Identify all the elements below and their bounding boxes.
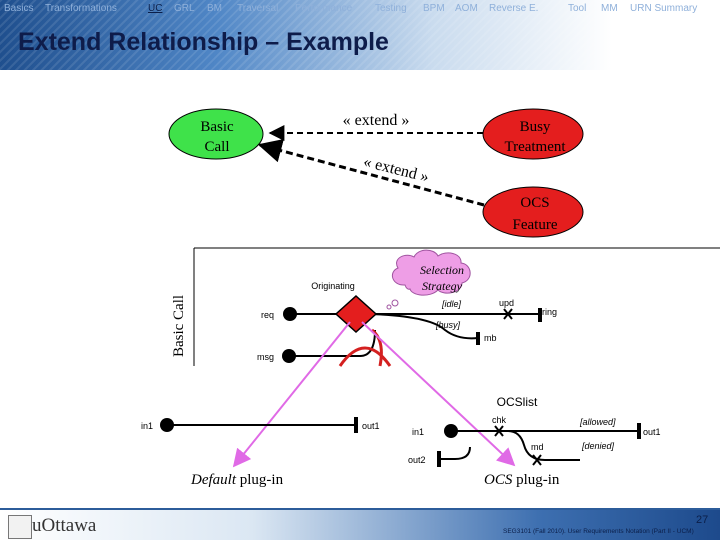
- extend-label-top: « extend »: [343, 112, 410, 129]
- ocs-denied-path: [507, 430, 580, 461]
- ocs-plugin-caption: OCS plug-in: [484, 472, 560, 488]
- basic-call-side-label: Basic Call: [171, 295, 187, 357]
- upd-label: upd: [499, 298, 514, 308]
- ocs-out1-label: out1: [643, 427, 661, 437]
- md-label: md: [531, 442, 544, 452]
- idle-condition: [idle]: [441, 299, 462, 309]
- selection-strategy-line1: Selection: [420, 263, 464, 277]
- nav-mm[interactable]: MM: [601, 3, 618, 14]
- nav-grl[interactable]: GRL: [174, 3, 195, 14]
- header-bar: Basics Transformations UC GRL BM Travers…: [0, 0, 720, 70]
- page-title: Extend Relationship – Example: [18, 28, 389, 56]
- ocs-in1-label: in1: [412, 427, 424, 437]
- ocs-plugin-arrow: [361, 321, 516, 467]
- ocs-feature-label-line2: Feature: [513, 217, 558, 233]
- ocs-feature-usecase[interactable]: [482, 186, 584, 238]
- selection-strategy-line2: Strategy: [422, 279, 463, 293]
- university-logo: uOttawa: [32, 515, 97, 536]
- req-label: req: [261, 310, 274, 320]
- default-plugin-arrow: [232, 321, 351, 468]
- basic-call-label-line1: Basic: [200, 119, 234, 135]
- msg-label: msg: [257, 352, 274, 362]
- footer-divider: [0, 508, 720, 510]
- default-out1-label: out1: [362, 421, 380, 431]
- nav-reverse-e[interactable]: Reverse E.: [489, 3, 539, 14]
- nav-performance[interactable]: Performance: [295, 3, 353, 14]
- busy-branch-path: [369, 313, 479, 340]
- busy-condition: [busy]: [435, 320, 461, 330]
- default-plugin-caption: Default plug-in: [190, 472, 284, 488]
- ocslist-title: OCSlist: [497, 395, 538, 409]
- university-crest-icon: [8, 515, 32, 539]
- chk-responsibility: [494, 425, 504, 437]
- default-in1-label: in1: [141, 421, 153, 431]
- busy-treatment-label-line1: Busy: [520, 119, 551, 135]
- ocs-feature-label-line1: OCS: [520, 195, 549, 211]
- stub-input-arc: [338, 346, 392, 367]
- md-responsibility: [532, 454, 542, 466]
- nav-urn-summary[interactable]: URN Summary: [630, 3, 698, 14]
- nav-uc[interactable]: UC: [148, 3, 163, 14]
- footer-bar: [0, 510, 720, 540]
- allowed-condition: [allowed]: [579, 417, 616, 427]
- ring-label: ring: [542, 307, 557, 317]
- nav-bm[interactable]: BM: [207, 3, 222, 14]
- footer-caption: SEG3101 (Fall 2010). User Requirements N…: [503, 528, 694, 535]
- mb-label: mb: [484, 333, 497, 343]
- nav-bpm[interactable]: BPM: [423, 3, 445, 14]
- basic-call-label-line2: Call: [205, 139, 230, 155]
- nav-aom[interactable]: AOM: [455, 3, 478, 14]
- extend-arrow-ocs: [257, 138, 485, 207]
- upd-responsibility: [503, 308, 513, 320]
- ocs-out2-path: [437, 446, 471, 460]
- chk-label: chk: [492, 415, 507, 425]
- page-number: 27: [696, 514, 709, 526]
- originating-label: Originating: [311, 281, 355, 291]
- basic-call-usecase[interactable]: [168, 108, 264, 160]
- denied-condition: [denied]: [581, 441, 615, 451]
- nav-basics[interactable]: Basics: [4, 3, 34, 14]
- busy-treatment-label-line2: Treatment: [504, 139, 566, 155]
- cloud-bubble-1: [391, 299, 399, 307]
- cloud-bubble-2: [386, 304, 392, 310]
- dynamic-stub[interactable]: [334, 294, 378, 334]
- selection-strategy-cloud: [391, 249, 471, 296]
- stub-output-arc: [371, 328, 383, 367]
- nav-traversal[interactable]: Traversal: [237, 3, 279, 14]
- nav-testing[interactable]: Testing: [375, 3, 407, 14]
- nav-tool[interactable]: Tool: [568, 3, 587, 14]
- ocs-out2-label: out2: [408, 455, 426, 465]
- nav-transformations[interactable]: Transformations: [45, 3, 117, 14]
